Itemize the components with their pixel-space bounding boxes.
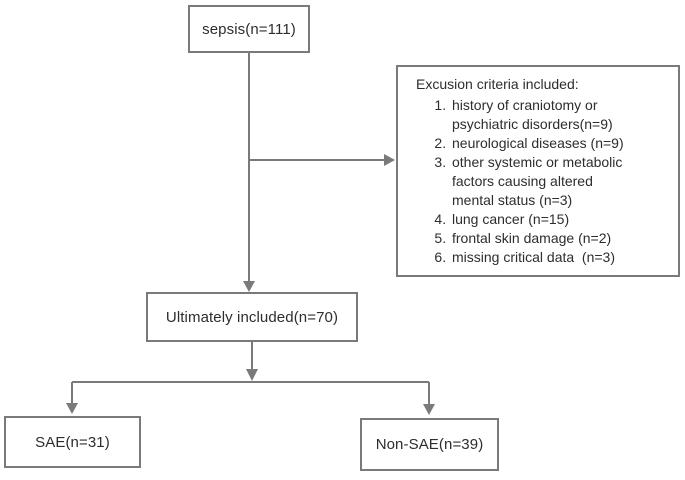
exclusion-list: history of craniotomy or psychiatric dis… <box>398 96 670 267</box>
exclusion-item-4: lung cancer (n=15) <box>450 210 634 229</box>
arrowhead-nonsae <box>423 404 435 415</box>
exclusion-title: Excusion criteria included: <box>416 76 579 92</box>
node-sae: SAE(n=31) <box>4 416 141 468</box>
exclusion-item-5: frontal skin damage (n=2) <box>450 229 634 248</box>
node-exclusion-criteria: Excusion criteria included: history of c… <box>396 65 680 277</box>
arrowhead-sae <box>66 403 78 414</box>
exclusion-item-1: history of craniotomy or psychiatric dis… <box>450 96 634 134</box>
node-non-sae-label: Non-SAE(n=39) <box>375 436 484 453</box>
arrowhead-included <box>243 281 255 292</box>
exclusion-item-6: missing critical data (n=3) <box>450 248 634 267</box>
node-ultimately-included-label: Ultimately included(n=70) <box>165 308 339 326</box>
arrowhead-exclusion <box>384 154 395 166</box>
node-sepsis: sepsis(n=111) <box>188 5 310 53</box>
exclusion-item-3: other systemic or metabolic factors caus… <box>450 153 634 210</box>
node-sepsis-label: sepsis(n=111) <box>202 20 296 38</box>
arrowhead-junction <box>246 369 258 381</box>
node-sae-label: SAE(n=31) <box>35 433 110 451</box>
node-ultimately-included: Ultimately included(n=70) <box>146 292 358 342</box>
exclusion-item-2: neurological diseases (n=9) <box>450 134 634 153</box>
node-non-sae: Non-SAE(n=39) <box>360 418 499 471</box>
